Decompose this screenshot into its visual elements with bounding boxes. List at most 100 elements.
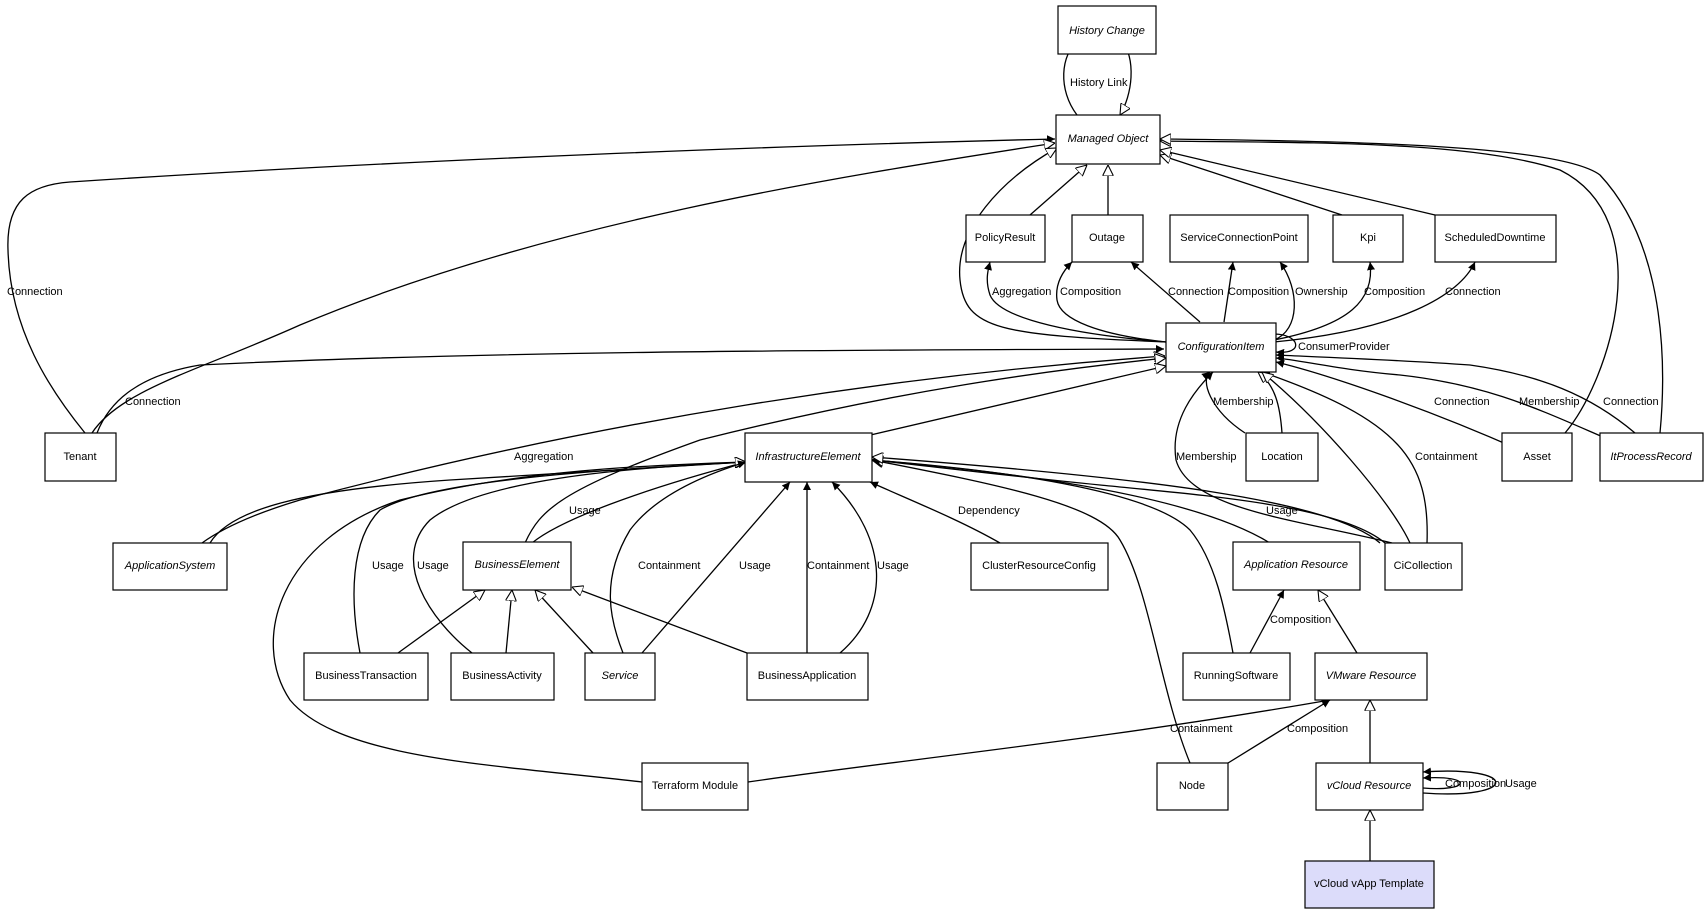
node-service[interactable]: Service bbox=[584, 652, 656, 701]
edge-itpr-connection bbox=[1275, 351, 1636, 434]
edge-label-cic-containment: Containment bbox=[1415, 451, 1477, 463]
node-asset[interactable]: Asset bbox=[1501, 432, 1573, 482]
node-label-scheduled-downtime: ScheduledDowntime bbox=[1445, 232, 1546, 244]
node-label-node: Node bbox=[1179, 780, 1205, 792]
edge-label-tm-containment: Containment bbox=[1170, 723, 1232, 735]
node-label-service: Service bbox=[602, 670, 639, 682]
edge-ci-outage-connection bbox=[1130, 261, 1201, 323]
edge-label-ci-outage-connection: Connection bbox=[1168, 286, 1224, 298]
highlighted-node-fill bbox=[1304, 860, 1435, 909]
edge-itpr-generalization bbox=[1160, 139, 1664, 434]
node-scheduled-downtime[interactable]: ScheduledDowntime bbox=[1434, 214, 1557, 263]
node-label-configuration-item: ConfigurationItem bbox=[1178, 341, 1265, 353]
edge-label-node-composition: Composition bbox=[1287, 723, 1348, 735]
node-infrastructure-element[interactable]: InfrastructureElement bbox=[744, 432, 873, 483]
edge-label-ci-kpi-composition: Composition bbox=[1364, 286, 1425, 298]
edge-label-svc-usage: Usage bbox=[739, 560, 771, 572]
edge-tm-containment bbox=[747, 697, 1331, 783]
node-kpi[interactable]: Kpi bbox=[1332, 214, 1404, 263]
node-application-resource[interactable]: Application Resource bbox=[1232, 541, 1361, 591]
edge-label-ba-usage: Usage bbox=[417, 560, 449, 572]
edge-label-cic-membership: Membership bbox=[1176, 451, 1237, 463]
node-label-infrastructure-element: InfrastructureElement bbox=[755, 451, 861, 463]
edge-scheduled-downtime-generalization bbox=[1160, 150, 1436, 216]
node-label-history-change: History Change bbox=[1069, 25, 1145, 37]
edge-asset-generalization bbox=[1160, 141, 1619, 434]
node-managed-object[interactable]: Managed Object bbox=[1055, 114, 1161, 165]
edge-ci-scp-ownership bbox=[1273, 261, 1295, 341]
edge-ci-scp-composition bbox=[1223, 261, 1236, 323]
edge-tenant-to-managed-object bbox=[7, 135, 1056, 434]
node-label-kpi: Kpi bbox=[1360, 232, 1376, 244]
node-label-business-application: BusinessApplication bbox=[758, 670, 856, 682]
edge-ci-generalization-mo bbox=[959, 148, 1167, 343]
node-outage[interactable]: Outage bbox=[1071, 214, 1144, 263]
node-cluster-resource-config[interactable]: ClusterResourceConfig bbox=[970, 542, 1109, 591]
edge-appsys-generalization bbox=[201, 356, 1165, 544]
node-label-business-element: BusinessElement bbox=[475, 559, 561, 571]
edge-be-generalization-ci bbox=[524, 358, 1166, 544]
edge-rs-composition bbox=[1249, 589, 1285, 654]
edge-bapp-usage bbox=[831, 481, 878, 654]
edge-svc-containment bbox=[609, 460, 747, 654]
edge-label-tenant-mo-connection: Connection bbox=[7, 286, 63, 298]
node-application-system[interactable]: ApplicationSystem bbox=[112, 542, 228, 591]
edge-label-appsys-aggregation: Aggregation bbox=[514, 451, 573, 463]
edge-label-ci-consumer-provider: ConsumerProvider bbox=[1298, 341, 1390, 353]
edge-label-rs-composition: Composition bbox=[1270, 614, 1331, 626]
edge-cic-generalization bbox=[1262, 372, 1411, 544]
node-vcloud-resource[interactable]: vCloud Resource bbox=[1315, 762, 1424, 811]
edge-label-itpr-connection: Connection bbox=[1603, 396, 1659, 408]
node-label-service-connection-point: ServiceConnectionPoint bbox=[1180, 232, 1297, 244]
node-policy-result[interactable]: PolicyResult bbox=[965, 214, 1046, 263]
node-running-software[interactable]: RunningSoftware bbox=[1182, 652, 1291, 701]
node-label-managed-object: Managed Object bbox=[1068, 133, 1150, 145]
node-service-connection-point[interactable]: ServiceConnectionPoint bbox=[1169, 214, 1309, 263]
edge-ci-policy-aggregation bbox=[984, 261, 1167, 343]
node-configuration-item[interactable]: ConfigurationItem bbox=[1165, 322, 1277, 373]
node-tenant[interactable]: Tenant bbox=[44, 432, 117, 482]
edge-cic-membership bbox=[1174, 371, 1393, 544]
node-label-asset: Asset bbox=[1523, 451, 1551, 463]
node-business-element[interactable]: BusinessElement bbox=[462, 541, 572, 591]
node-label-policy-result: PolicyResult bbox=[975, 232, 1036, 244]
node-vcloud-vapp-template[interactable]: vCloud vApp Template bbox=[1304, 860, 1435, 909]
edge-ba-usage bbox=[412, 458, 747, 654]
node-ci-collection[interactable]: CiCollection bbox=[1384, 542, 1463, 591]
edge-cic-containment bbox=[1261, 370, 1428, 544]
edge-bt-usage bbox=[353, 458, 747, 654]
node-history-change[interactable]: History Change bbox=[1057, 5, 1157, 55]
edge-label-be-usage: Usage bbox=[569, 505, 601, 517]
edge-label-location-membership: Membership bbox=[1213, 396, 1274, 408]
node-terraform-module[interactable]: Terraform Module bbox=[641, 762, 749, 811]
edge-crc-dependency bbox=[869, 481, 1001, 544]
node-it-process-record[interactable]: ItProcessRecord bbox=[1599, 432, 1704, 482]
edge-label-bapp-usage: Usage bbox=[877, 560, 909, 572]
edge-label-crc-dependency: Dependency bbox=[958, 505, 1020, 517]
edge-tm-to-ie bbox=[272, 462, 746, 783]
node-business-application[interactable]: BusinessApplication bbox=[746, 652, 869, 701]
node-business-transaction[interactable]: BusinessTransaction bbox=[303, 652, 429, 701]
node-node[interactable]: Node bbox=[1156, 762, 1229, 811]
edge-label-cic-usage: Usage bbox=[1266, 505, 1298, 517]
edge-policy-result-generalization bbox=[1029, 165, 1087, 216]
edge-node-composition bbox=[1227, 699, 1331, 764]
edge-svc-generalization bbox=[535, 590, 594, 654]
node-business-activity[interactable]: BusinessActivity bbox=[450, 652, 555, 701]
edge-label-vcr-usage: Usage bbox=[1505, 778, 1537, 790]
edge-ci-consumer-provider bbox=[1273, 333, 1297, 357]
edge-ci-outage-composition bbox=[1056, 261, 1167, 343]
node-label-it-process-record: ItProcessRecord bbox=[1610, 451, 1692, 463]
node-vmware-resource[interactable]: VMware Resource bbox=[1314, 652, 1428, 701]
edge-kpi-generalization bbox=[1160, 155, 1343, 216]
edge-label-ci-policy-aggregation: Aggregation bbox=[992, 286, 1051, 298]
edge-label-ci-sd-connection: Connection bbox=[1445, 286, 1501, 298]
edge-label-svc-containment: Containment bbox=[638, 560, 700, 572]
node-label-outage: Outage bbox=[1089, 232, 1125, 244]
edge-vmw-generalization bbox=[1318, 590, 1358, 654]
node-location[interactable]: Location bbox=[1245, 432, 1319, 482]
node-label-cluster-resource-config: ClusterResourceConfig bbox=[982, 560, 1096, 572]
edge-bt-generalization bbox=[397, 590, 485, 654]
node-label-vcloud-vapp-template: vCloud vApp Template bbox=[1314, 878, 1424, 890]
